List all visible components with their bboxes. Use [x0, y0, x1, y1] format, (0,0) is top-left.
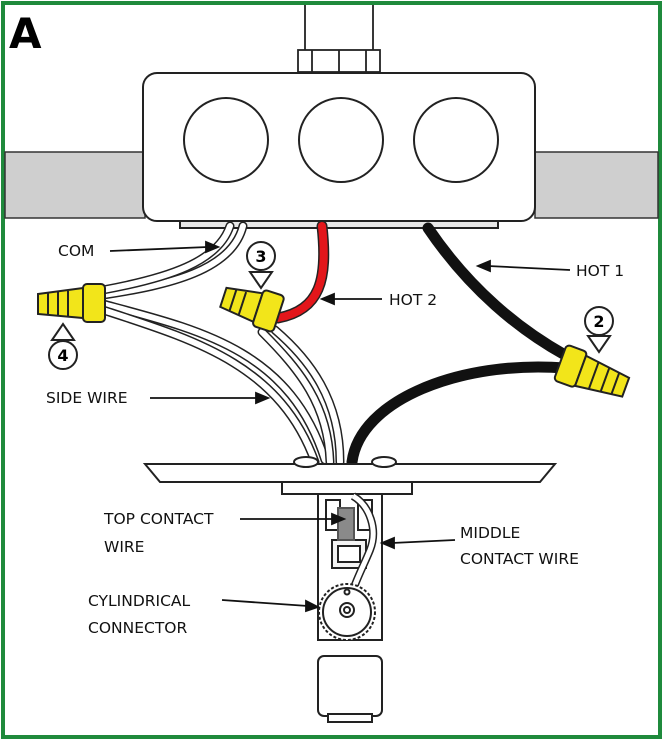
knockout-center: [298, 97, 384, 183]
mounting-screw-right: [371, 456, 397, 468]
knockout-right: [413, 97, 499, 183]
callout-3: 3: [246, 241, 276, 290]
label-hot1: HOT 1: [576, 262, 624, 280]
white-wires: [98, 221, 345, 467]
junction-box: [142, 72, 536, 229]
label-top-contact-wire-1: TOP CONTACT: [103, 510, 214, 528]
callout-3-number: 3: [255, 247, 266, 266]
mounting-screw-left: [293, 456, 319, 468]
label-com: COM: [58, 242, 94, 260]
leader-middle-contact: [391, 539, 456, 544]
leader-hot1: [487, 265, 571, 271]
label-hot2: HOT 2: [389, 291, 437, 309]
panel-letter: A: [9, 9, 42, 58]
knockout-left: [183, 97, 269, 183]
label-top-contact-wire-2: WIRE: [104, 538, 144, 556]
label-middle-contact-wire-2: CONTACT WIRE: [460, 550, 579, 568]
leader-cylindrical: [221, 599, 309, 607]
label-middle-contact-wire-1: MIDDLE: [460, 524, 520, 542]
cylindrical-connector: [318, 583, 376, 641]
wire-connector-left: [37, 283, 106, 323]
wire-connector-hot2: [219, 286, 285, 333]
callout-2-number: 2: [593, 312, 604, 331]
label-cylindrical-connector-1: CYLINDRICAL: [88, 592, 191, 610]
hot1-wire: [346, 222, 571, 468]
fixture-canopy: [142, 456, 558, 495]
callout-4-number: 4: [57, 346, 68, 365]
conduit: [297, 5, 381, 73]
label-side-wire: SIDE WIRE: [46, 389, 128, 407]
hot2-wire: [272, 220, 330, 324]
callout-2: 2: [584, 306, 614, 354]
leader-com: [109, 246, 209, 252]
callout-4: 4: [48, 322, 78, 370]
ceiling-right: [534, 151, 659, 219]
leader-lines: [109, 240, 571, 613]
ceiling-left: [4, 151, 146, 219]
label-cylindrical-connector-2: CONNECTOR: [88, 619, 187, 637]
wire-connector-hot1: [553, 344, 631, 398]
